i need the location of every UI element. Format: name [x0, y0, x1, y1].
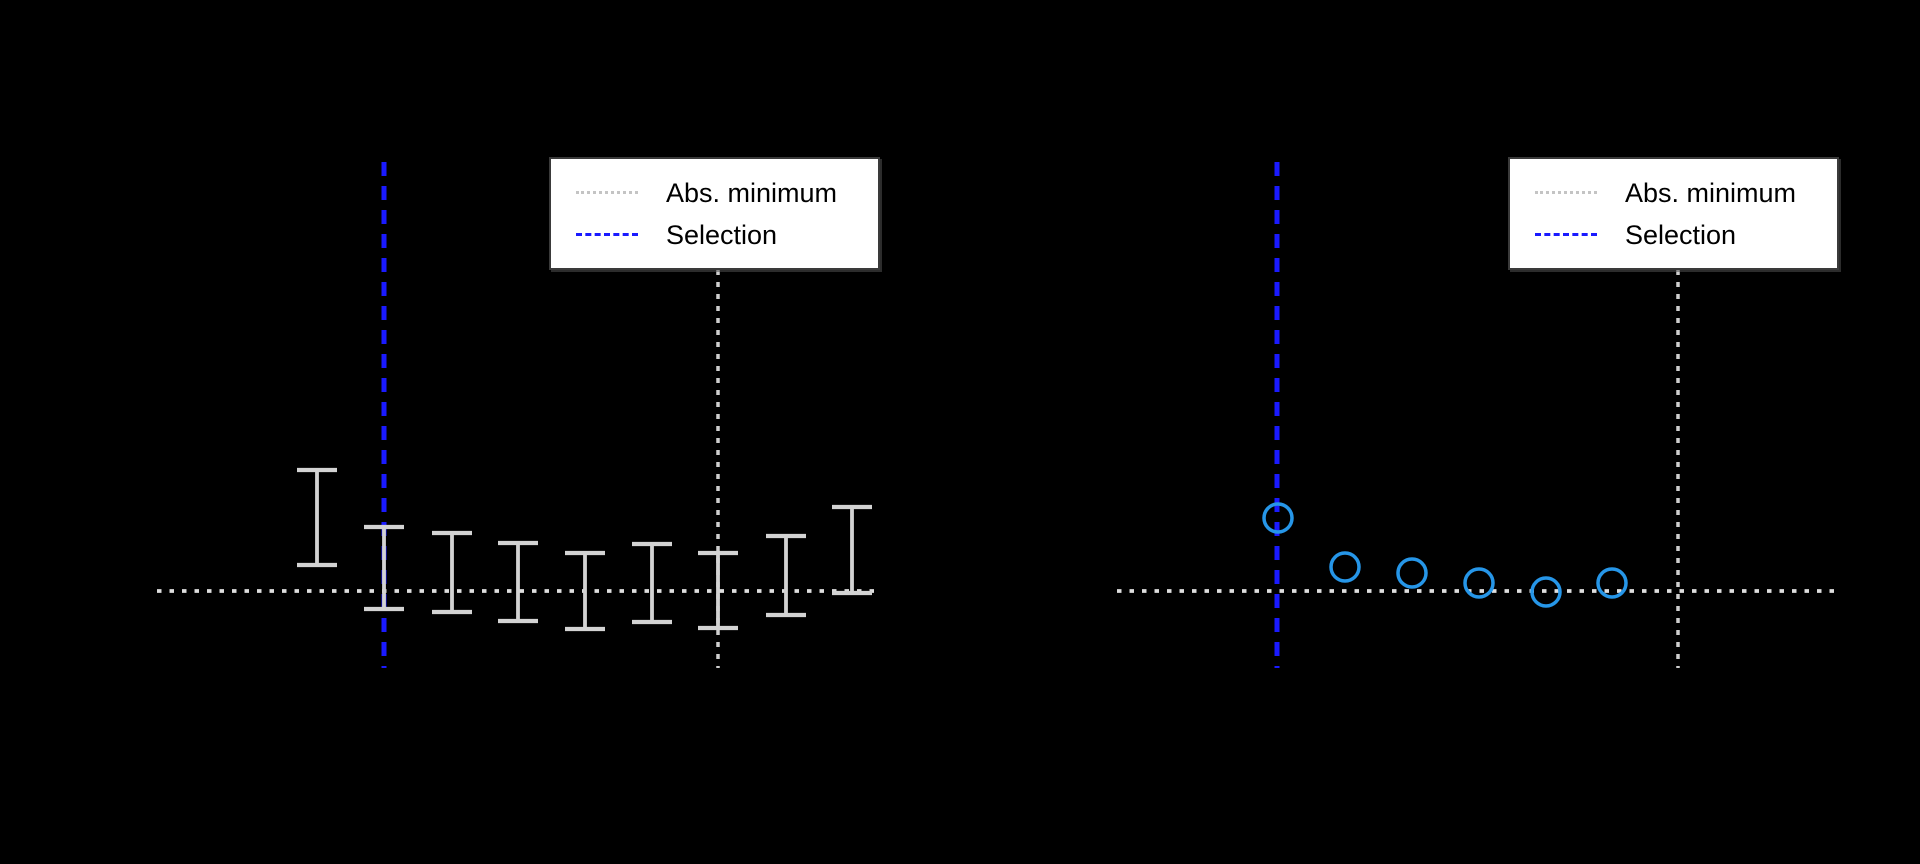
- error-bar: [432, 530, 472, 615]
- data-point-circle: [1396, 557, 1428, 589]
- error-bar: [698, 550, 738, 631]
- legend-entry-selection: Selection: [1510, 218, 1837, 251]
- legend-label-selection: Selection: [1625, 219, 1737, 250]
- dotted-line-sample-icon: [1535, 191, 1597, 194]
- error-bar: [297, 467, 337, 568]
- dashed-line-sample-icon: [1535, 233, 1597, 236]
- error-bar: [632, 541, 672, 625]
- legend-entry-abs-minimum: Abs. minimum: [551, 176, 878, 209]
- dotted-line-sample-icon: [576, 191, 638, 194]
- data-point-circle: [1596, 567, 1628, 599]
- error-bar: [498, 540, 538, 624]
- error-bar: [364, 524, 404, 612]
- legend-entry-selection: Selection: [551, 218, 878, 251]
- dashed-line-sample-icon: [576, 233, 638, 236]
- error-bar: [565, 550, 605, 632]
- data-point-circle: [1329, 551, 1361, 583]
- error-bar: [832, 504, 872, 596]
- error-bar: [766, 533, 806, 618]
- data-point-circle: [1463, 567, 1495, 599]
- data-point-circle: [1530, 576, 1562, 608]
- legend-right: Abs. minimum Selection: [1508, 157, 1839, 270]
- legend-entry-abs-minimum: Abs. minimum: [1510, 176, 1837, 209]
- legend-left: Abs. minimum Selection: [549, 157, 880, 270]
- data-point-circle: [1262, 502, 1294, 534]
- legend-label-selection: Selection: [666, 219, 778, 250]
- legend-label-abs-minimum: Abs. minimum: [1625, 177, 1797, 208]
- legend-label-abs-minimum: Abs. minimum: [666, 177, 838, 208]
